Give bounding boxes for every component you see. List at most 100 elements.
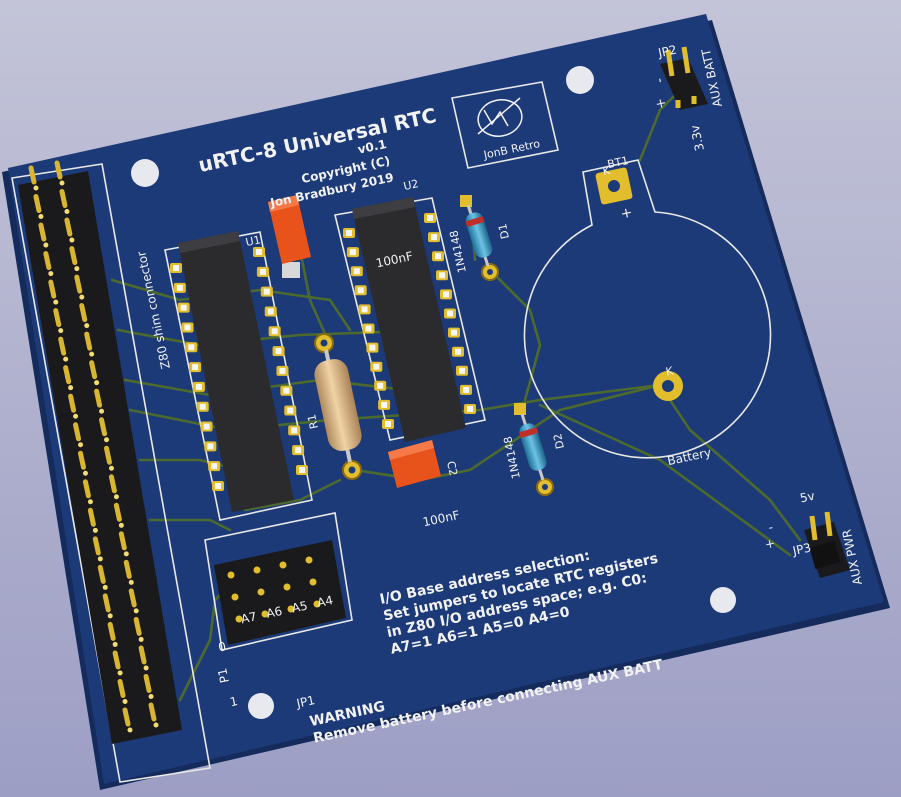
chip-leg — [346, 230, 352, 236]
jp1-outline — [204, 512, 353, 651]
pin-header-pins — [28, 160, 159, 733]
chip-leg — [295, 447, 302, 454]
chip-leg — [463, 386, 469, 393]
header-pin-tip — [63, 356, 69, 362]
chip-leg — [439, 272, 445, 279]
header-pin — [94, 388, 103, 408]
header-pin — [54, 160, 63, 180]
header-pin — [28, 165, 37, 185]
chip-u2 — [334, 197, 486, 442]
header-pin-tip — [78, 442, 84, 448]
u2-body — [352, 197, 466, 442]
jp1-pin — [231, 593, 239, 601]
jp3-ref-label: JP3 — [790, 541, 812, 559]
header-pin — [73, 422, 82, 442]
jp1-pin — [313, 600, 321, 608]
header-pin — [59, 189, 68, 209]
chip-leg — [353, 268, 360, 275]
d2-ref-label: D2 — [551, 432, 567, 450]
mounting-hole-bottom-right — [710, 587, 736, 613]
capacitor-c1 — [268, 195, 311, 278]
battery-outline — [523, 159, 772, 459]
header-pin — [87, 507, 96, 527]
mounting-holes — [131, 66, 736, 719]
chip-leg — [365, 325, 372, 332]
chip-leg — [184, 324, 191, 331]
c1-body — [268, 195, 311, 264]
chip-leg — [377, 382, 384, 389]
d1-cathode-band — [465, 216, 485, 228]
jp1-row-0: 0 — [217, 639, 227, 654]
chip-leg — [211, 463, 218, 470]
header-pin — [117, 678, 126, 698]
header-pin-tip — [107, 613, 113, 619]
chip-leg — [275, 348, 282, 355]
chip-leg — [291, 427, 298, 434]
header-pin-tip — [99, 408, 105, 414]
header-pin-tip — [118, 522, 124, 528]
jp1-pin — [261, 610, 269, 618]
header-pin-tip — [138, 636, 144, 642]
header-pin-tip — [43, 242, 49, 248]
d2-pad-square — [514, 403, 526, 415]
jp1-pin — [283, 583, 291, 591]
header-pin — [118, 531, 127, 551]
chip-leg — [369, 344, 376, 351]
header-pin-tip — [143, 665, 149, 671]
jp2-volt-label: 3.3v — [688, 124, 707, 153]
header-pin-tip — [73, 413, 79, 419]
jp1-pin — [257, 588, 265, 596]
header-pin-tip — [69, 237, 75, 243]
jp2-ref-label: JP2 — [656, 43, 678, 61]
chip-leg — [427, 215, 433, 221]
header-pin — [143, 673, 152, 693]
r1-body — [314, 359, 362, 451]
chip-leg — [192, 364, 199, 371]
logo-frame — [451, 81, 559, 169]
chip-leg — [299, 467, 305, 473]
header-pin-tip — [112, 641, 118, 647]
chip-leg — [381, 401, 388, 408]
chip-leg — [443, 291, 449, 298]
battery-bt1 — [523, 159, 772, 459]
resistor-r1 — [314, 333, 362, 480]
header-pin — [77, 450, 86, 470]
chip-leg — [373, 363, 380, 370]
diode-d2 — [514, 403, 554, 496]
header-pin — [107, 621, 116, 641]
header-pin-tip — [127, 727, 133, 733]
header-pin — [92, 536, 101, 556]
chip-leg — [207, 443, 214, 450]
diode-d1 — [460, 195, 499, 281]
mounting-hole-bottom-left — [248, 693, 274, 719]
battery-ref-label: BT1 — [606, 154, 630, 171]
jp1-col-a6: A6 — [265, 604, 283, 621]
header-pin-tip — [38, 214, 44, 220]
chip-leg — [279, 367, 286, 374]
header-pin — [128, 588, 137, 608]
header-pin-tip — [94, 380, 100, 386]
u1-body — [178, 231, 294, 512]
header-pin — [122, 707, 131, 727]
jp2-plus-label: + — [653, 97, 670, 111]
header-pin-tip — [87, 499, 93, 505]
jumper-jp2 — [660, 46, 708, 110]
jumper-jp1 — [204, 512, 353, 651]
header-pin — [43, 251, 52, 271]
chip-leg — [361, 306, 368, 313]
jp1-ref-label: JP1 — [294, 693, 316, 711]
header-pin-tip — [64, 209, 70, 215]
chip-leg — [203, 423, 210, 430]
header-pin — [48, 279, 57, 299]
header-pin-tip — [53, 299, 59, 305]
chip-u1 — [164, 231, 313, 521]
chip-leg — [195, 383, 202, 390]
header-pin-tip — [58, 328, 64, 334]
header-pin-tip — [117, 670, 123, 676]
header-pin-tip — [84, 323, 90, 329]
jp1-pin — [305, 556, 313, 564]
header-pin — [138, 645, 147, 665]
header-pin-tip — [133, 608, 139, 614]
jp1-pin — [287, 605, 295, 613]
